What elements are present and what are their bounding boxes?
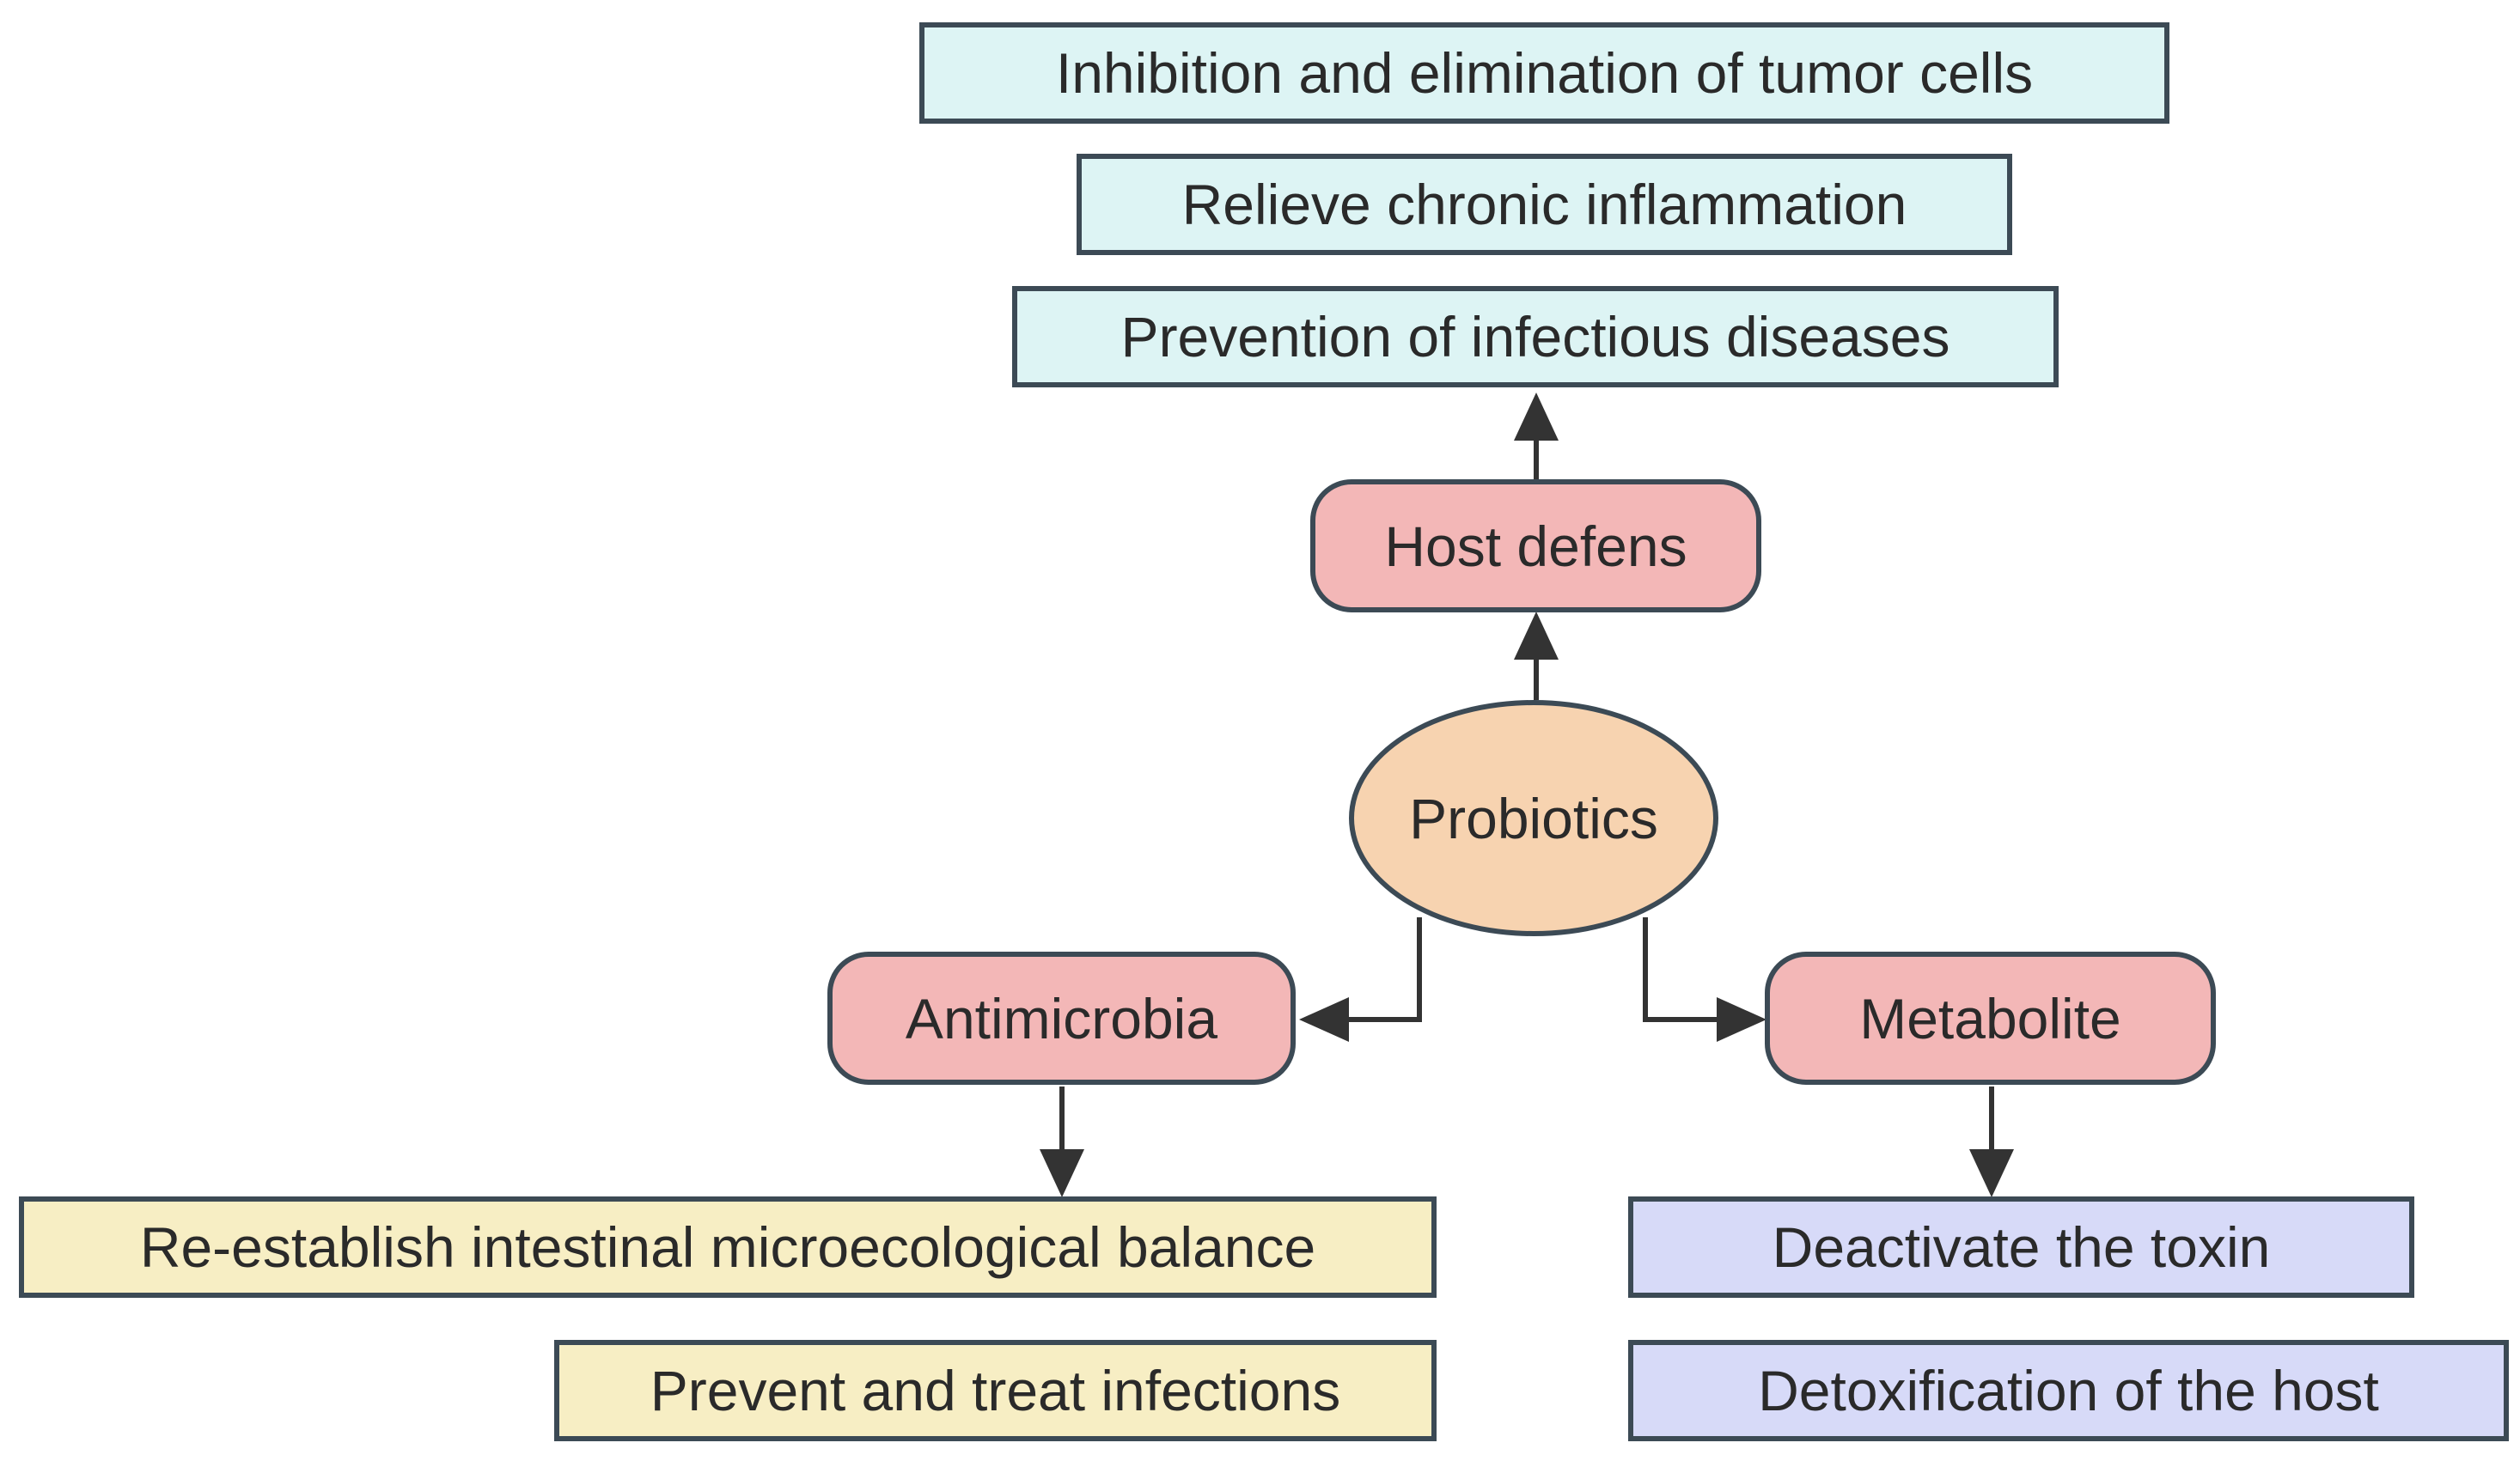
host-effect-inflammation-box: Relieve chronic inflammation (1077, 154, 2012, 255)
metabolite-effect-toxin-label: Deactivate the toxin (1772, 1215, 2271, 1279)
mechanism-host-defense-label: Host defens (1384, 514, 1687, 578)
mechanism-host-defense-node: Host defens (1310, 479, 1761, 612)
antimicrobial-effect-infections-box: Prevent and treat infections (554, 1340, 1437, 1441)
host-effect-inflammation-label: Relieve chronic inflammation (1181, 173, 1907, 236)
arrowhead-antimicrobia (1299, 997, 1349, 1042)
metabolite-effect-toxin-box: Deactivate the toxin (1628, 1196, 2414, 1298)
arrowhead-deactivate (1969, 1149, 2014, 1197)
arrowhead-reestablish (1040, 1149, 1084, 1197)
arrowhead-prevention (1514, 393, 1559, 441)
host-effect-infectious-box: Prevention of infectious diseases (1012, 286, 2059, 387)
mechanism-metabolite-node: Metabolite (1765, 952, 2216, 1085)
mechanism-antimicrobial-node: Antimicrobia (827, 952, 1296, 1085)
antimicrobial-effect-infections-label: Prevent and treat infections (650, 1359, 1341, 1422)
metabolite-effect-detox-box: Detoxification of the host (1628, 1340, 2509, 1441)
arrowhead-host (1514, 612, 1559, 660)
arrow-line-probiotics-to-antimicrobia (1347, 917, 1422, 1022)
antimicrobial-effect-balance-box: Re-establish intestinal microecological … (19, 1196, 1437, 1298)
metabolite-effect-detox-label: Detoxification of the host (1758, 1359, 2379, 1422)
probiotics-center-node: Probiotics (1349, 700, 1718, 936)
host-effect-tumor-label: Inhibition and elimination of tumor cell… (1055, 41, 2034, 105)
mechanism-antimicrobial-label: Antimicrobia (905, 986, 1218, 1050)
host-effect-infectious-label: Prevention of infectious diseases (1120, 305, 1950, 368)
arrowhead-metabolite (1717, 997, 1766, 1042)
antimicrobial-effect-balance-label: Re-establish intestinal microecological … (139, 1215, 1316, 1279)
host-effect-tumor-box: Inhibition and elimination of tumor cell… (919, 22, 2169, 124)
probiotics-center-label: Probiotics (1409, 786, 1658, 850)
mechanism-metabolite-label: Metabolite (1859, 986, 2121, 1050)
arrow-line-probiotics-to-metabolite (1643, 917, 1718, 1022)
